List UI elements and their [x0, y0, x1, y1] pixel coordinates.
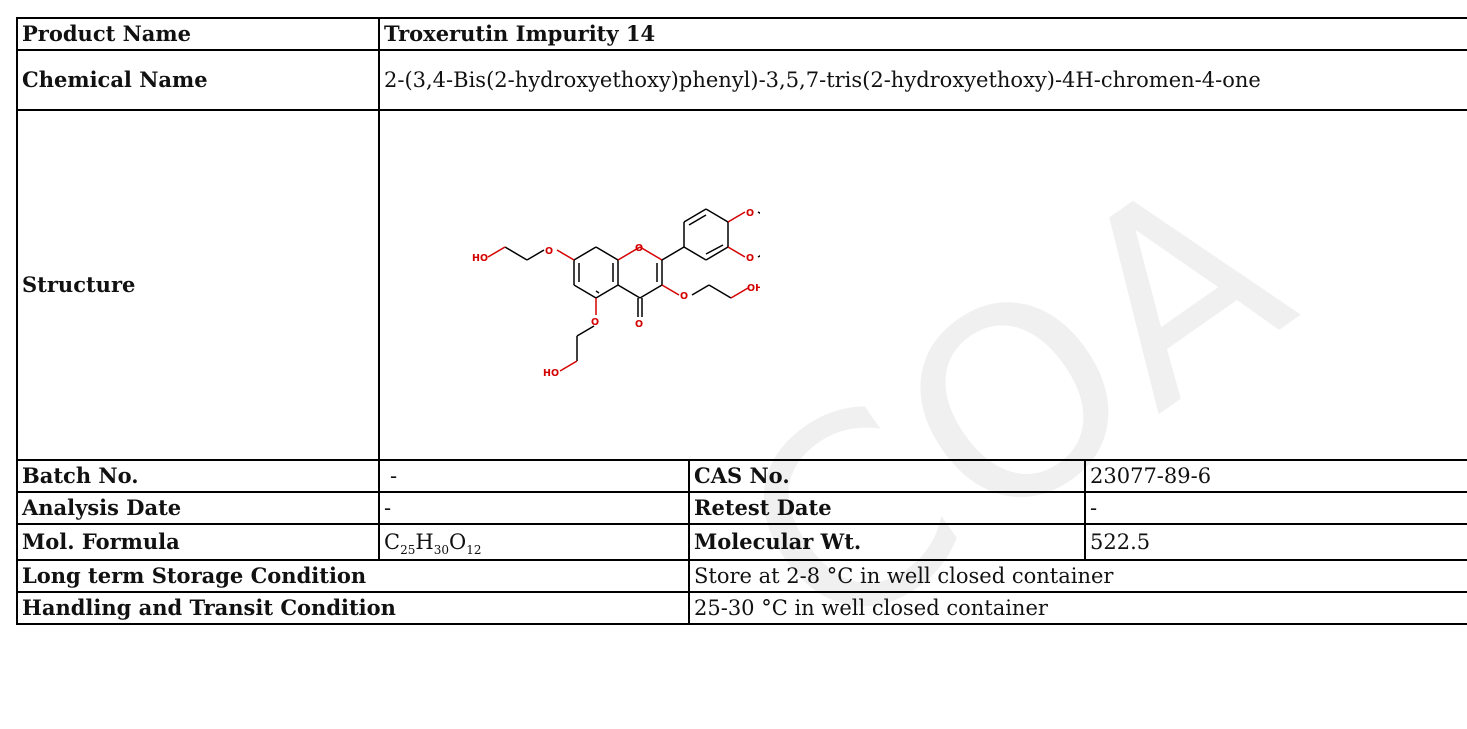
atom-oxygen-3p: O	[746, 253, 754, 264]
row-batch-cas: Batch No. - CAS No. 23077-89-6	[16, 459, 1467, 493]
molecular-weight-value: 522.5	[1084, 523, 1467, 561]
molecular-weight-label: Molecular Wt.	[688, 523, 1086, 561]
batch-no-value: -	[378, 459, 690, 493]
atom-oxygen-5: O	[591, 317, 599, 328]
atom-carbonyl-oxygen: O	[635, 319, 643, 330]
row-structure: Structure	[16, 109, 1467, 461]
chemical-name-value: 2-(3,4-Bis(2-hydroxyethoxy)phenyl)-3,5,7…	[378, 49, 1467, 111]
row-handling: Handling and Transit Condition 25-30 °C …	[16, 591, 1467, 625]
coa-table: Product Name Troxerutin Impurity 14 Chem…	[16, 17, 1467, 625]
structure-cell: O O O O O O O OH OH OH HO HO	[378, 109, 1467, 461]
batch-no-label: Batch No.	[16, 459, 380, 493]
atom-oxygen-3: O	[680, 291, 688, 302]
atom-hydroxyl-7: HO	[472, 253, 488, 264]
row-storage: Long term Storage Condition Store at 2-8…	[16, 559, 1467, 593]
structure-label: Structure	[16, 109, 380, 461]
storage-condition-label: Long term Storage Condition	[16, 559, 690, 593]
row-dates: Analysis Date - Retest Date -	[16, 491, 1467, 525]
product-name-value: Troxerutin Impurity 14	[378, 17, 1467, 51]
atom-hydroxyl-3: OH	[747, 283, 760, 294]
mol-formula-value: C25H30O12	[378, 523, 690, 561]
row-formula-weight: Mol. Formula C25H30O12 Molecular Wt. 522…	[16, 523, 1467, 561]
retest-date-value: -	[1084, 491, 1467, 525]
analysis-date-label: Analysis Date	[16, 491, 380, 525]
retest-date-label: Retest Date	[688, 491, 1086, 525]
atom-oxygen-4: O	[746, 208, 754, 219]
cas-no-label: CAS No.	[688, 459, 1086, 493]
chemical-structure-image: O O O O O O O OH OH OH HO HO	[472, 208, 760, 379]
analysis-date-value: -	[378, 491, 690, 525]
handling-condition-value: 25-30 °C in well closed container	[688, 591, 1467, 625]
storage-condition-value: Store at 2-8 °C in well closed container	[688, 559, 1467, 593]
atom-oxygen-7: O	[545, 246, 553, 257]
handling-condition-label: Handling and Transit Condition	[16, 591, 690, 625]
mol-formula-label: Mol. Formula	[16, 523, 380, 561]
chemical-name-label: Chemical Name	[16, 49, 380, 111]
cas-no-value: 23077-89-6	[1084, 459, 1467, 493]
row-chemical-name: Chemical Name 2-(3,4-Bis(2-hydroxyethoxy…	[16, 49, 1467, 111]
atom-ring-oxygen: O	[635, 243, 643, 254]
row-product-name: Product Name Troxerutin Impurity 14	[16, 17, 1467, 51]
product-name-label: Product Name	[16, 17, 380, 51]
atom-hydroxyl-5: HO	[543, 368, 559, 379]
